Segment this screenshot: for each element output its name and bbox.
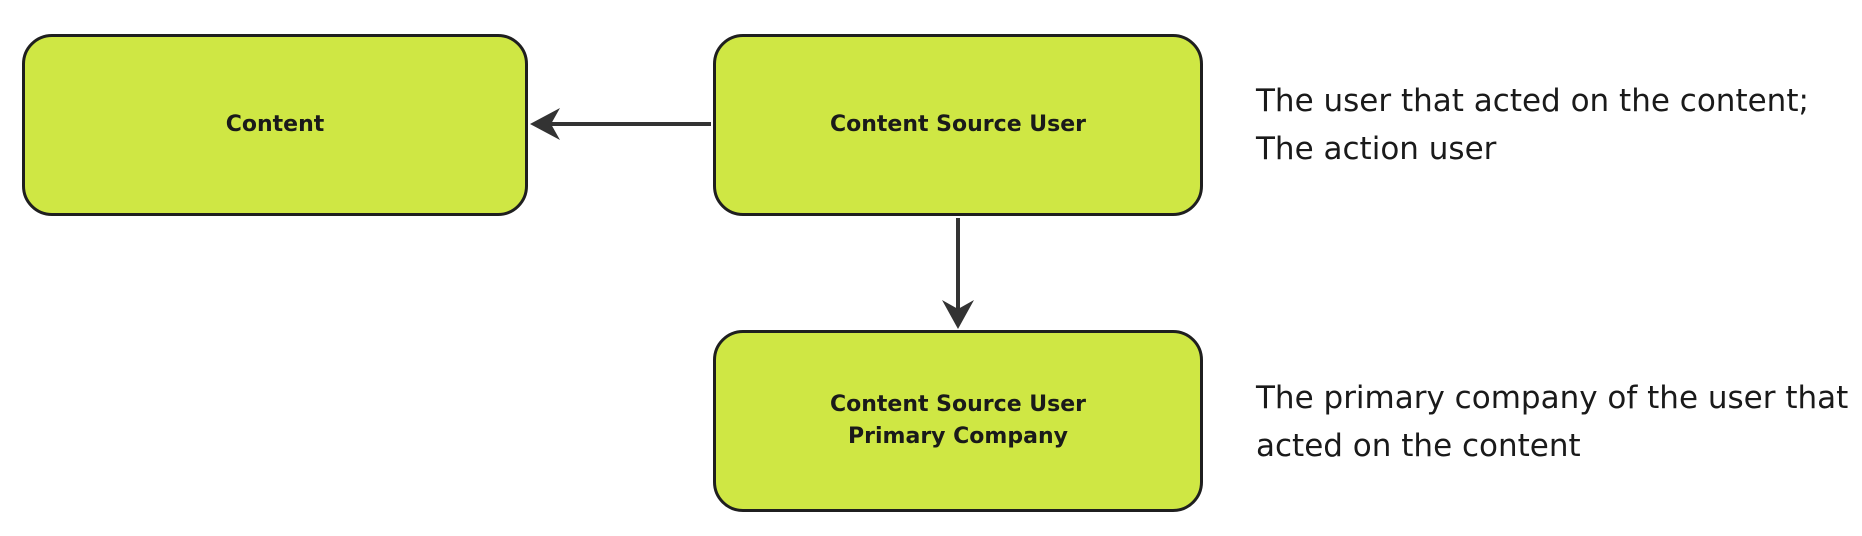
arrowhead-down-icon bbox=[942, 300, 974, 329]
node-content-source-user-primary-company[interactable]: Content Source User Primary Company bbox=[713, 330, 1203, 512]
node-content-label: Content bbox=[225, 112, 325, 137]
edge-source-user-to-company bbox=[942, 218, 974, 329]
note-source-user-line2: The action user bbox=[1256, 131, 1497, 167]
edge-source-user-to-content bbox=[530, 108, 711, 140]
note-company-line2: acted on the content bbox=[1256, 428, 1581, 464]
node-content-source-user-label: Content Source User bbox=[829, 112, 1087, 137]
node-company-label-line2: Primary Company bbox=[848, 424, 1068, 449]
node-content-source-user[interactable]: Content Source User bbox=[713, 34, 1203, 216]
arrowhead-left-icon bbox=[530, 108, 560, 140]
note-source-user-line1: The user that acted on the content; bbox=[1256, 83, 1809, 119]
node-content[interactable]: Content bbox=[22, 34, 528, 216]
node-company-label: Content Source User Primary Company bbox=[830, 389, 1086, 453]
note-content-source-user: The user that acted on the content; The … bbox=[1256, 77, 1809, 173]
node-company-label-line1: Content Source User bbox=[829, 392, 1087, 417]
note-primary-company: The primary company of the user that act… bbox=[1256, 374, 1848, 470]
note-company-line1: The primary company of the user that bbox=[1256, 380, 1849, 416]
